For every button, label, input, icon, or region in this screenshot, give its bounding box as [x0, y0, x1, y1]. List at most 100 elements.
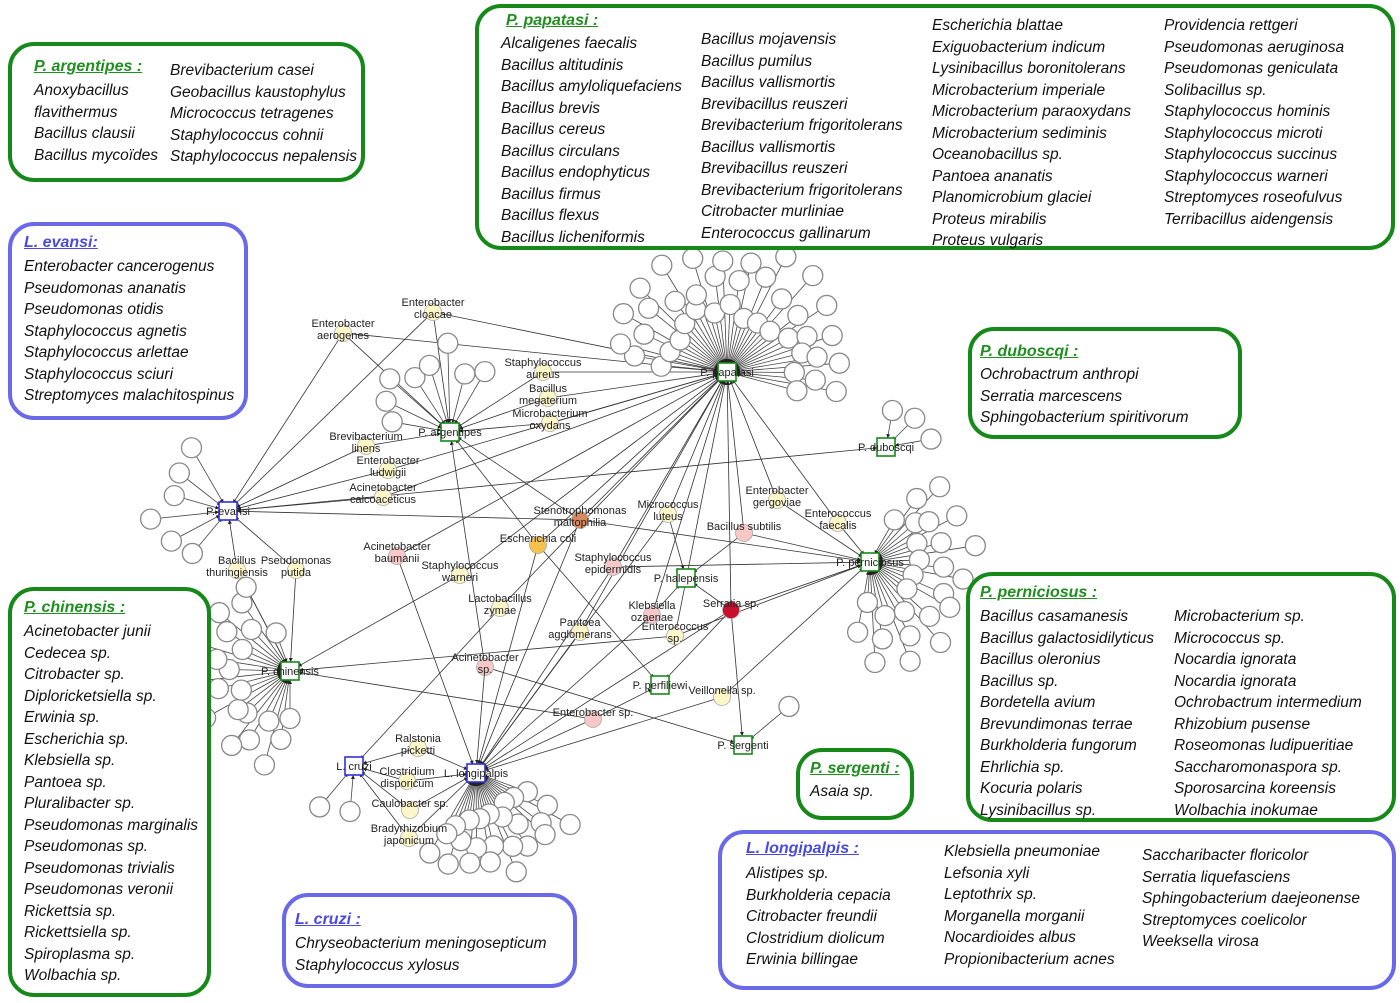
- edge: [634, 355, 719, 372]
- edge: [783, 504, 863, 558]
- node-label: Enterobacter sp.: [553, 707, 634, 719]
- box-title: L. longipalpis :: [746, 840, 859, 857]
- leaf-bacterium-node: [846, 621, 869, 643]
- node-label: sp.: [668, 633, 683, 645]
- box-title: P. sergenti :: [810, 760, 900, 777]
- edge: [425, 750, 468, 770]
- species-item: Burkholderia fungorum: [980, 737, 1137, 754]
- edge: [218, 672, 282, 689]
- species-item: Geobacillus kaustophylus: [170, 83, 346, 101]
- species-item: Bacillus casamanesis: [980, 608, 1129, 625]
- species-item: Escherichia sp.: [24, 730, 130, 748]
- leaf-bacterium-node: [906, 487, 928, 510]
- leaf-bacterium-node: [904, 407, 926, 429]
- shared-bacterium-node: [604, 558, 622, 576]
- leaf-bacterium-node: [802, 264, 824, 287]
- leaf-bacterium-node: [651, 254, 673, 276]
- leaf-bacterium-node: [139, 508, 162, 530]
- species-item: Acinetobacter junii: [24, 623, 151, 640]
- edge: [657, 584, 681, 610]
- leaf-bacterium-node: [253, 754, 276, 776]
- species-item: Rickettsia sp.: [24, 902, 117, 920]
- node-label: aerogenes: [317, 330, 369, 342]
- leaf-bacterium-node: [216, 621, 238, 643]
- node-label: disporicum: [380, 778, 433, 790]
- node-label: calcoaceticus: [350, 494, 417, 506]
- node-label: Veillonella sp.: [688, 685, 755, 697]
- shared-bacterium-node: [388, 547, 406, 565]
- box-title: P. perniciosus :: [980, 584, 1098, 601]
- species-item: flavithermus: [34, 103, 118, 121]
- nodes: EnterobactercloacaeEnterobacteraerogenes…: [139, 246, 987, 883]
- leaf-bacterium-node: [896, 578, 918, 600]
- species-item: Klebsiella sp.: [24, 752, 116, 769]
- node-label: Staphylococcus: [504, 357, 582, 369]
- edge: [477, 552, 537, 765]
- shared-bacterium-node: [722, 601, 740, 619]
- species-item: Bacillus licheniformis: [501, 228, 645, 246]
- sandfly-duboscqi-node: [876, 437, 896, 457]
- node-label: agglomerans: [548, 629, 612, 641]
- shared-bacterium-node: [539, 389, 557, 407]
- box-title: P. duboscqi :: [980, 343, 1079, 360]
- box-title: P. argentipes :: [34, 58, 143, 75]
- edge: [484, 721, 586, 770]
- shared-bacterium-node: [409, 739, 427, 757]
- node-label: epidermidis: [585, 564, 642, 576]
- edge: [599, 688, 653, 716]
- edge: [455, 438, 534, 539]
- leaf-bacterium-node: [786, 380, 808, 402]
- species-item: Saccharomonaspora sp.: [1174, 758, 1343, 776]
- node-label: Staphylococcus: [574, 552, 652, 564]
- species-item: Propionibacterium acnes: [944, 950, 1115, 968]
- edge: [543, 377, 721, 540]
- leaf-bacterium-node: [379, 368, 401, 390]
- edge: [479, 527, 578, 765]
- edge: [727, 567, 864, 692]
- shared-bacterium-node: [401, 801, 419, 819]
- leaf-bacterium-node: [664, 290, 686, 312]
- species-item: Ochrobactrum intermedium: [1174, 694, 1362, 711]
- species-item: Streptomyces roseofulvus: [1164, 189, 1343, 206]
- leaf-bacterium-node: [279, 707, 301, 730]
- leaf-bacterium-node: [437, 853, 459, 875]
- species-item: Pseudomonas aeruginosa: [1164, 38, 1345, 56]
- node-label: Acinetobacter: [363, 541, 431, 553]
- species-item: Staphylococcus hominis: [1164, 103, 1331, 120]
- species-item: Pseudomonas trivialis: [24, 859, 175, 877]
- sandfly-perniciosus-node: [860, 552, 880, 572]
- leaf-bacterium-node: [231, 638, 253, 661]
- edge: [480, 573, 609, 766]
- leaf-bacterium-node: [712, 250, 734, 272]
- leaf-bacterium-node: [685, 284, 708, 306]
- species-item: Bacillus altitudinis: [501, 56, 624, 74]
- leaf-bacterium-node: [418, 354, 441, 376]
- edge: [458, 423, 543, 433]
- edge: [585, 378, 721, 515]
- shared-bacterium-node: [374, 488, 392, 506]
- species-item: Brevundimonas terrae: [980, 715, 1133, 733]
- leaf-bacterium-node: [208, 602, 230, 624]
- leaf-bacterium-node: [168, 462, 191, 484]
- species-item: Weeksella virosa: [1142, 933, 1259, 950]
- edge: [873, 569, 911, 637]
- node-label: japonicum: [383, 835, 434, 847]
- edge: [249, 678, 286, 741]
- species-item: Exiguobacterium indicum: [932, 38, 1106, 56]
- edge: [466, 377, 721, 571]
- leaf-bacterium-node: [160, 530, 183, 552]
- edge: [457, 376, 537, 428]
- shared-bacterium-node: [735, 524, 753, 542]
- leaf-bacterium-node: [227, 698, 249, 721]
- edge: [542, 550, 655, 679]
- edge: [555, 371, 719, 398]
- leaf-bacterium-node: [559, 813, 581, 836]
- node-label: aureus: [526, 369, 560, 381]
- node-label: maltophilia: [554, 517, 607, 529]
- edge: [729, 380, 775, 493]
- species-item: Micrococcus sp.: [1174, 629, 1286, 647]
